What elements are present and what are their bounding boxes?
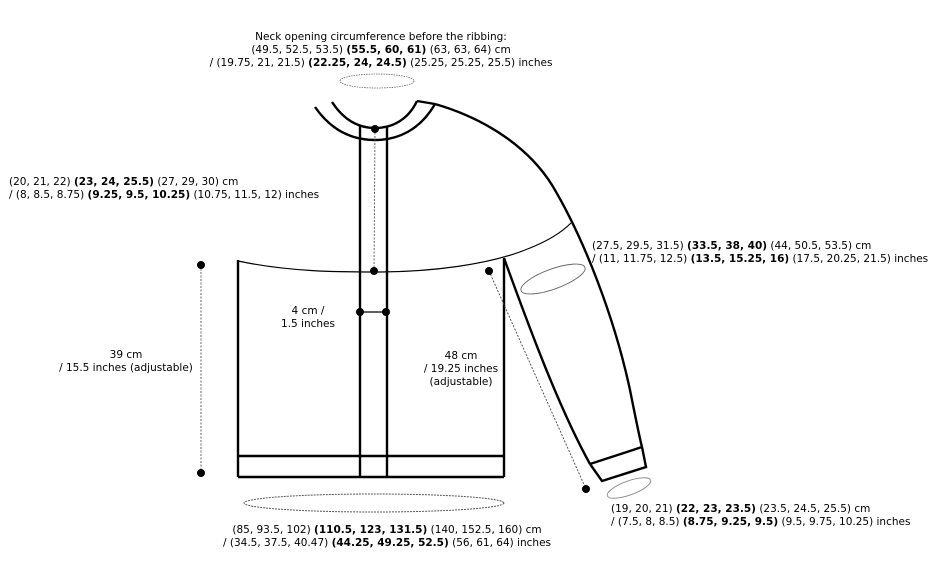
body-circumference-label: (85, 93.5, 102) (110.5, 123, 131.5) (140… bbox=[200, 524, 574, 550]
neck-opening-in: / (19.75, 21, 21.5) (22.25, 24, 24.5) (2… bbox=[209, 57, 553, 69]
body-length-label: 39 cm / 15.5 inches (adjustable) bbox=[52, 349, 200, 375]
sleeve-inner-edge bbox=[502, 257, 592, 465]
neckline-inner-arc bbox=[330, 100, 419, 130]
yoke-depth-label: (20, 21, 22) (23, 24, 25.5) (27, 29, 30)… bbox=[9, 176, 319, 202]
neck-circumference-ellipse bbox=[339, 73, 415, 89]
upper-arm-cm: (27.5, 29.5, 31.5) (33.5, 38, 40) (44, 5… bbox=[592, 240, 872, 252]
sleeve-length-dot-bottom bbox=[582, 485, 590, 493]
upper-arm-ellipse bbox=[520, 263, 586, 295]
wrist-ellipse bbox=[606, 477, 652, 499]
wrist-in: / (7.5, 8, 8.5) (8.75, 9.25, 9.5) (9.5, … bbox=[611, 516, 911, 528]
wrist-label: (19, 20, 21) (22, 23, 23.5) (23.5, 24.5,… bbox=[611, 503, 910, 529]
button-band-dot-left bbox=[356, 308, 364, 316]
button-band-cm: 4 cm / bbox=[291, 305, 325, 317]
body-circumference-ellipse bbox=[243, 493, 505, 513]
yoke-depth-in: / (8, 8.5, 8.75) (9.25, 9.5, 10.25) (10.… bbox=[9, 189, 320, 201]
sleeve-length-note: (adjustable) bbox=[429, 376, 493, 388]
cuff-outline bbox=[589, 446, 648, 483]
shoulder-top-line bbox=[416, 99, 436, 106]
upper-arm-in: / (11, 11.75, 12.5) (13.5, 15.25, 16) (1… bbox=[592, 253, 929, 265]
sleeve-length-label: 48 cm / 19.25 inches (adjustable) bbox=[416, 350, 506, 389]
body-circumference-in: / (34.5, 37.5, 40.47) (44.25, 49.25, 52.… bbox=[222, 537, 552, 549]
neck-opening-title: Neck opening circumference before the ri… bbox=[255, 31, 507, 43]
neck-opening-cm: (49.5, 52.5, 53.5) (55.5, 60, 61) (63, 6… bbox=[251, 44, 511, 56]
body-length-in: / 15.5 inches (adjustable) bbox=[59, 362, 193, 374]
neck-opening-label: Neck opening circumference before the ri… bbox=[200, 31, 562, 70]
neckline-outer-arc bbox=[314, 103, 437, 142]
yoke-depth-guide bbox=[373, 128, 376, 272]
button-band-dot-right bbox=[382, 308, 390, 316]
button-band-label: 4 cm / 1.5 inches bbox=[270, 305, 346, 331]
button-band-in: 1.5 inches bbox=[281, 318, 335, 330]
sleeve-length-guide bbox=[488, 270, 587, 490]
body-circumference-cm: (85, 93.5, 102) (110.5, 123, 131.5) (140… bbox=[232, 524, 542, 536]
wrist-cm: (19, 20, 21) (22, 23, 23.5) (23.5, 24.5,… bbox=[611, 503, 871, 515]
sleeve-length-dot-top bbox=[485, 267, 493, 275]
cuff-top-line bbox=[589, 445, 643, 466]
sleeve-outer-edge bbox=[434, 102, 644, 448]
yoke-depth-cm: (20, 21, 22) (23, 24, 25.5) (27, 29, 30)… bbox=[9, 176, 239, 188]
upper-arm-label: (27.5, 29.5, 31.5) (33.5, 38, 40) (44, 5… bbox=[592, 240, 928, 266]
body-length-cm: 39 cm bbox=[109, 349, 143, 361]
sleeve-length-cm: 48 cm bbox=[444, 350, 478, 362]
sleeve-length-in: / 19.25 inches bbox=[423, 363, 499, 375]
body-length-dot-top bbox=[197, 261, 205, 269]
body-length-dot-bottom bbox=[197, 469, 205, 477]
yoke-depth-dot-top bbox=[371, 125, 379, 133]
yoke-depth-dot-bottom bbox=[370, 267, 378, 275]
yoke-boundary-curve bbox=[237, 222, 572, 273]
